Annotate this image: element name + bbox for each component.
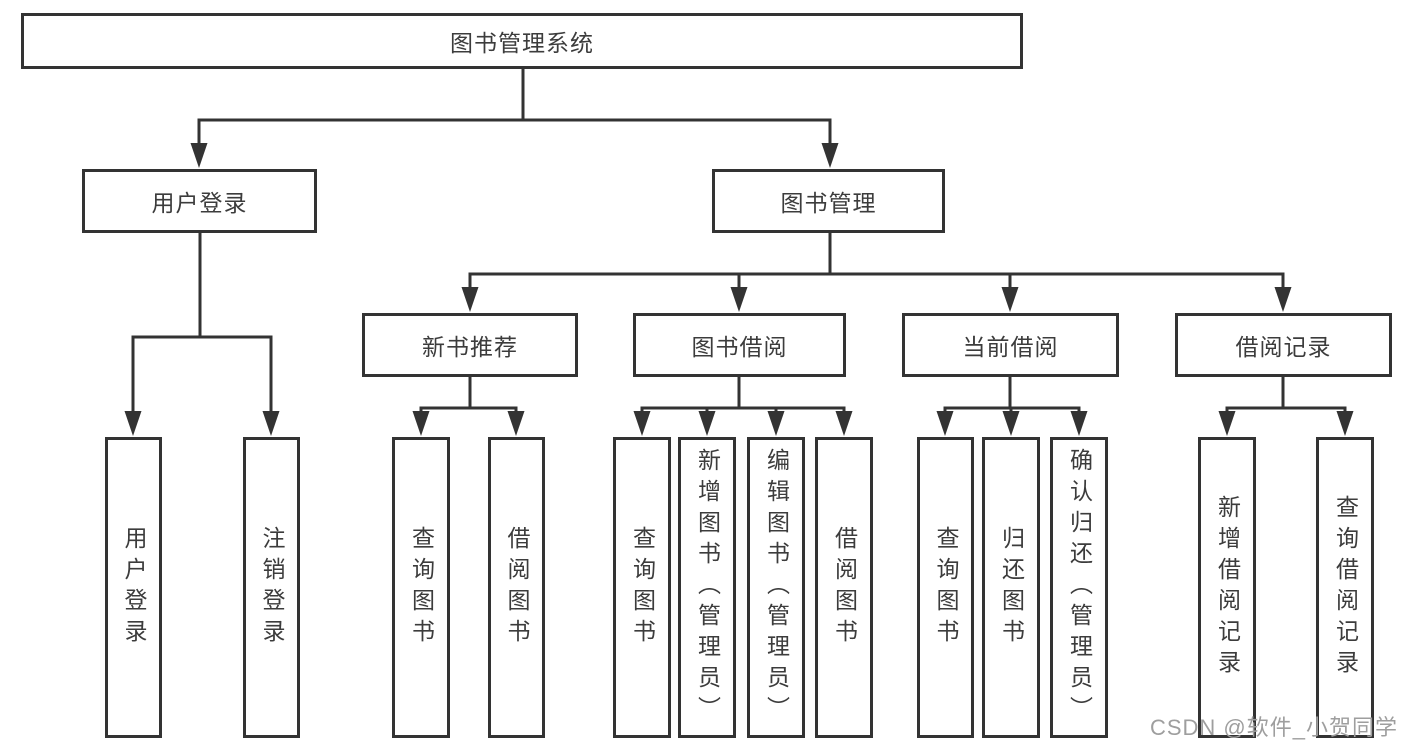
leaf-borrow-books-recommend: 借阅图书	[488, 437, 545, 738]
arrow-down-icon	[412, 411, 430, 436]
leaf-label: 查询借阅记录	[1332, 494, 1359, 681]
arrow-down-icon	[821, 143, 839, 168]
arrow-down-icon	[1274, 287, 1292, 312]
leaf-confirm-return-admin: 确认归还（管理员）	[1050, 437, 1108, 738]
leaf-label: 查询图书	[408, 525, 435, 650]
leaf-label: 查询图书	[629, 525, 656, 650]
leaf-borrow-books: 借阅图书	[815, 437, 873, 738]
arrow-down-icon	[507, 411, 525, 436]
arrow-down-icon	[1336, 411, 1354, 436]
node-library-system: 图书管理系统	[21, 13, 1023, 69]
connector-currentborrow-to-leaves	[943, 374, 1081, 416]
leaf-query-books-recommend: 查询图书	[392, 437, 450, 738]
node-label: 图书借阅	[691, 334, 788, 360]
node-label: 图书管理系统	[450, 30, 594, 56]
arrow-down-icon	[835, 411, 853, 436]
node-label: 新书推荐	[422, 334, 518, 360]
arrow-down-icon	[730, 287, 748, 312]
connector-bookmgmt-to-level3	[468, 232, 1285, 292]
arrow-down-icon	[767, 411, 785, 436]
watermark-text: CSDN @软件_小贺同学	[1149, 715, 1398, 740]
leaf-user-login: 用户登录	[105, 437, 162, 738]
node-book-management: 图书管理	[712, 169, 945, 233]
leaf-label: 新增图书（管理员）	[694, 448, 721, 727]
leaf-label: 借阅图书	[504, 525, 530, 650]
node-label: 借阅记录	[1235, 334, 1332, 360]
arrow-down-icon	[1218, 411, 1236, 436]
leaf-add-borrow-record: 新增借阅记录	[1198, 437, 1256, 738]
arrow-down-icon	[1001, 287, 1019, 312]
leaf-label: 注销登录	[259, 525, 285, 650]
arrow-down-icon	[461, 287, 479, 312]
node-label: 当前借阅	[962, 334, 1059, 360]
node-label: 用户登录	[151, 190, 248, 216]
leaf-label: 确认归还（管理员）	[1066, 448, 1093, 727]
node-label: 图书管理	[780, 190, 877, 216]
node-borrow-records: 借阅记录	[1175, 313, 1392, 377]
arrow-down-icon	[1070, 411, 1088, 436]
arrow-down-icon	[698, 411, 716, 436]
node-current-borrow: 当前借阅	[902, 313, 1119, 377]
connector-records-to-leaves	[1225, 374, 1347, 416]
connector-userlogin-to-leaves	[131, 230, 273, 416]
node-user-login: 用户登录	[82, 169, 317, 233]
arrow-down-icon	[1002, 411, 1020, 436]
leaf-add-books-admin: 新增图书（管理员）	[678, 437, 736, 738]
leaf-edit-books-admin: 编辑图书（管理员）	[747, 437, 805, 738]
leaf-label: 归还图书	[998, 525, 1025, 650]
leaf-label: 查询图书	[933, 525, 959, 650]
arrow-down-icon	[124, 411, 142, 436]
node-book-borrow: 图书借阅	[633, 313, 846, 377]
arrow-down-icon	[936, 411, 954, 436]
leaf-label: 用户登录	[121, 525, 147, 650]
leaf-label: 借阅图书	[831, 525, 858, 650]
leaf-logout: 注销登录	[243, 437, 300, 738]
leaf-query-borrow-record: 查询借阅记录	[1316, 437, 1374, 738]
leaf-label: 新增借阅记录	[1214, 494, 1241, 681]
connector-root-to-level2	[197, 67, 832, 148]
arrow-down-icon	[190, 143, 208, 168]
leaf-return-books: 归还图书	[982, 437, 1040, 738]
leaf-label: 编辑图书（管理员）	[763, 448, 790, 727]
leaf-query-books-current: 查询图书	[917, 437, 974, 738]
leaf-query-books-borrow: 查询图书	[613, 437, 671, 738]
connector-newbooks-to-leaves	[419, 374, 518, 416]
connector-bookborrow-to-leaves	[640, 374, 846, 416]
arrow-down-icon	[633, 411, 651, 436]
node-new-book-recommend: 新书推荐	[362, 313, 578, 377]
arrow-down-icon	[262, 411, 280, 436]
